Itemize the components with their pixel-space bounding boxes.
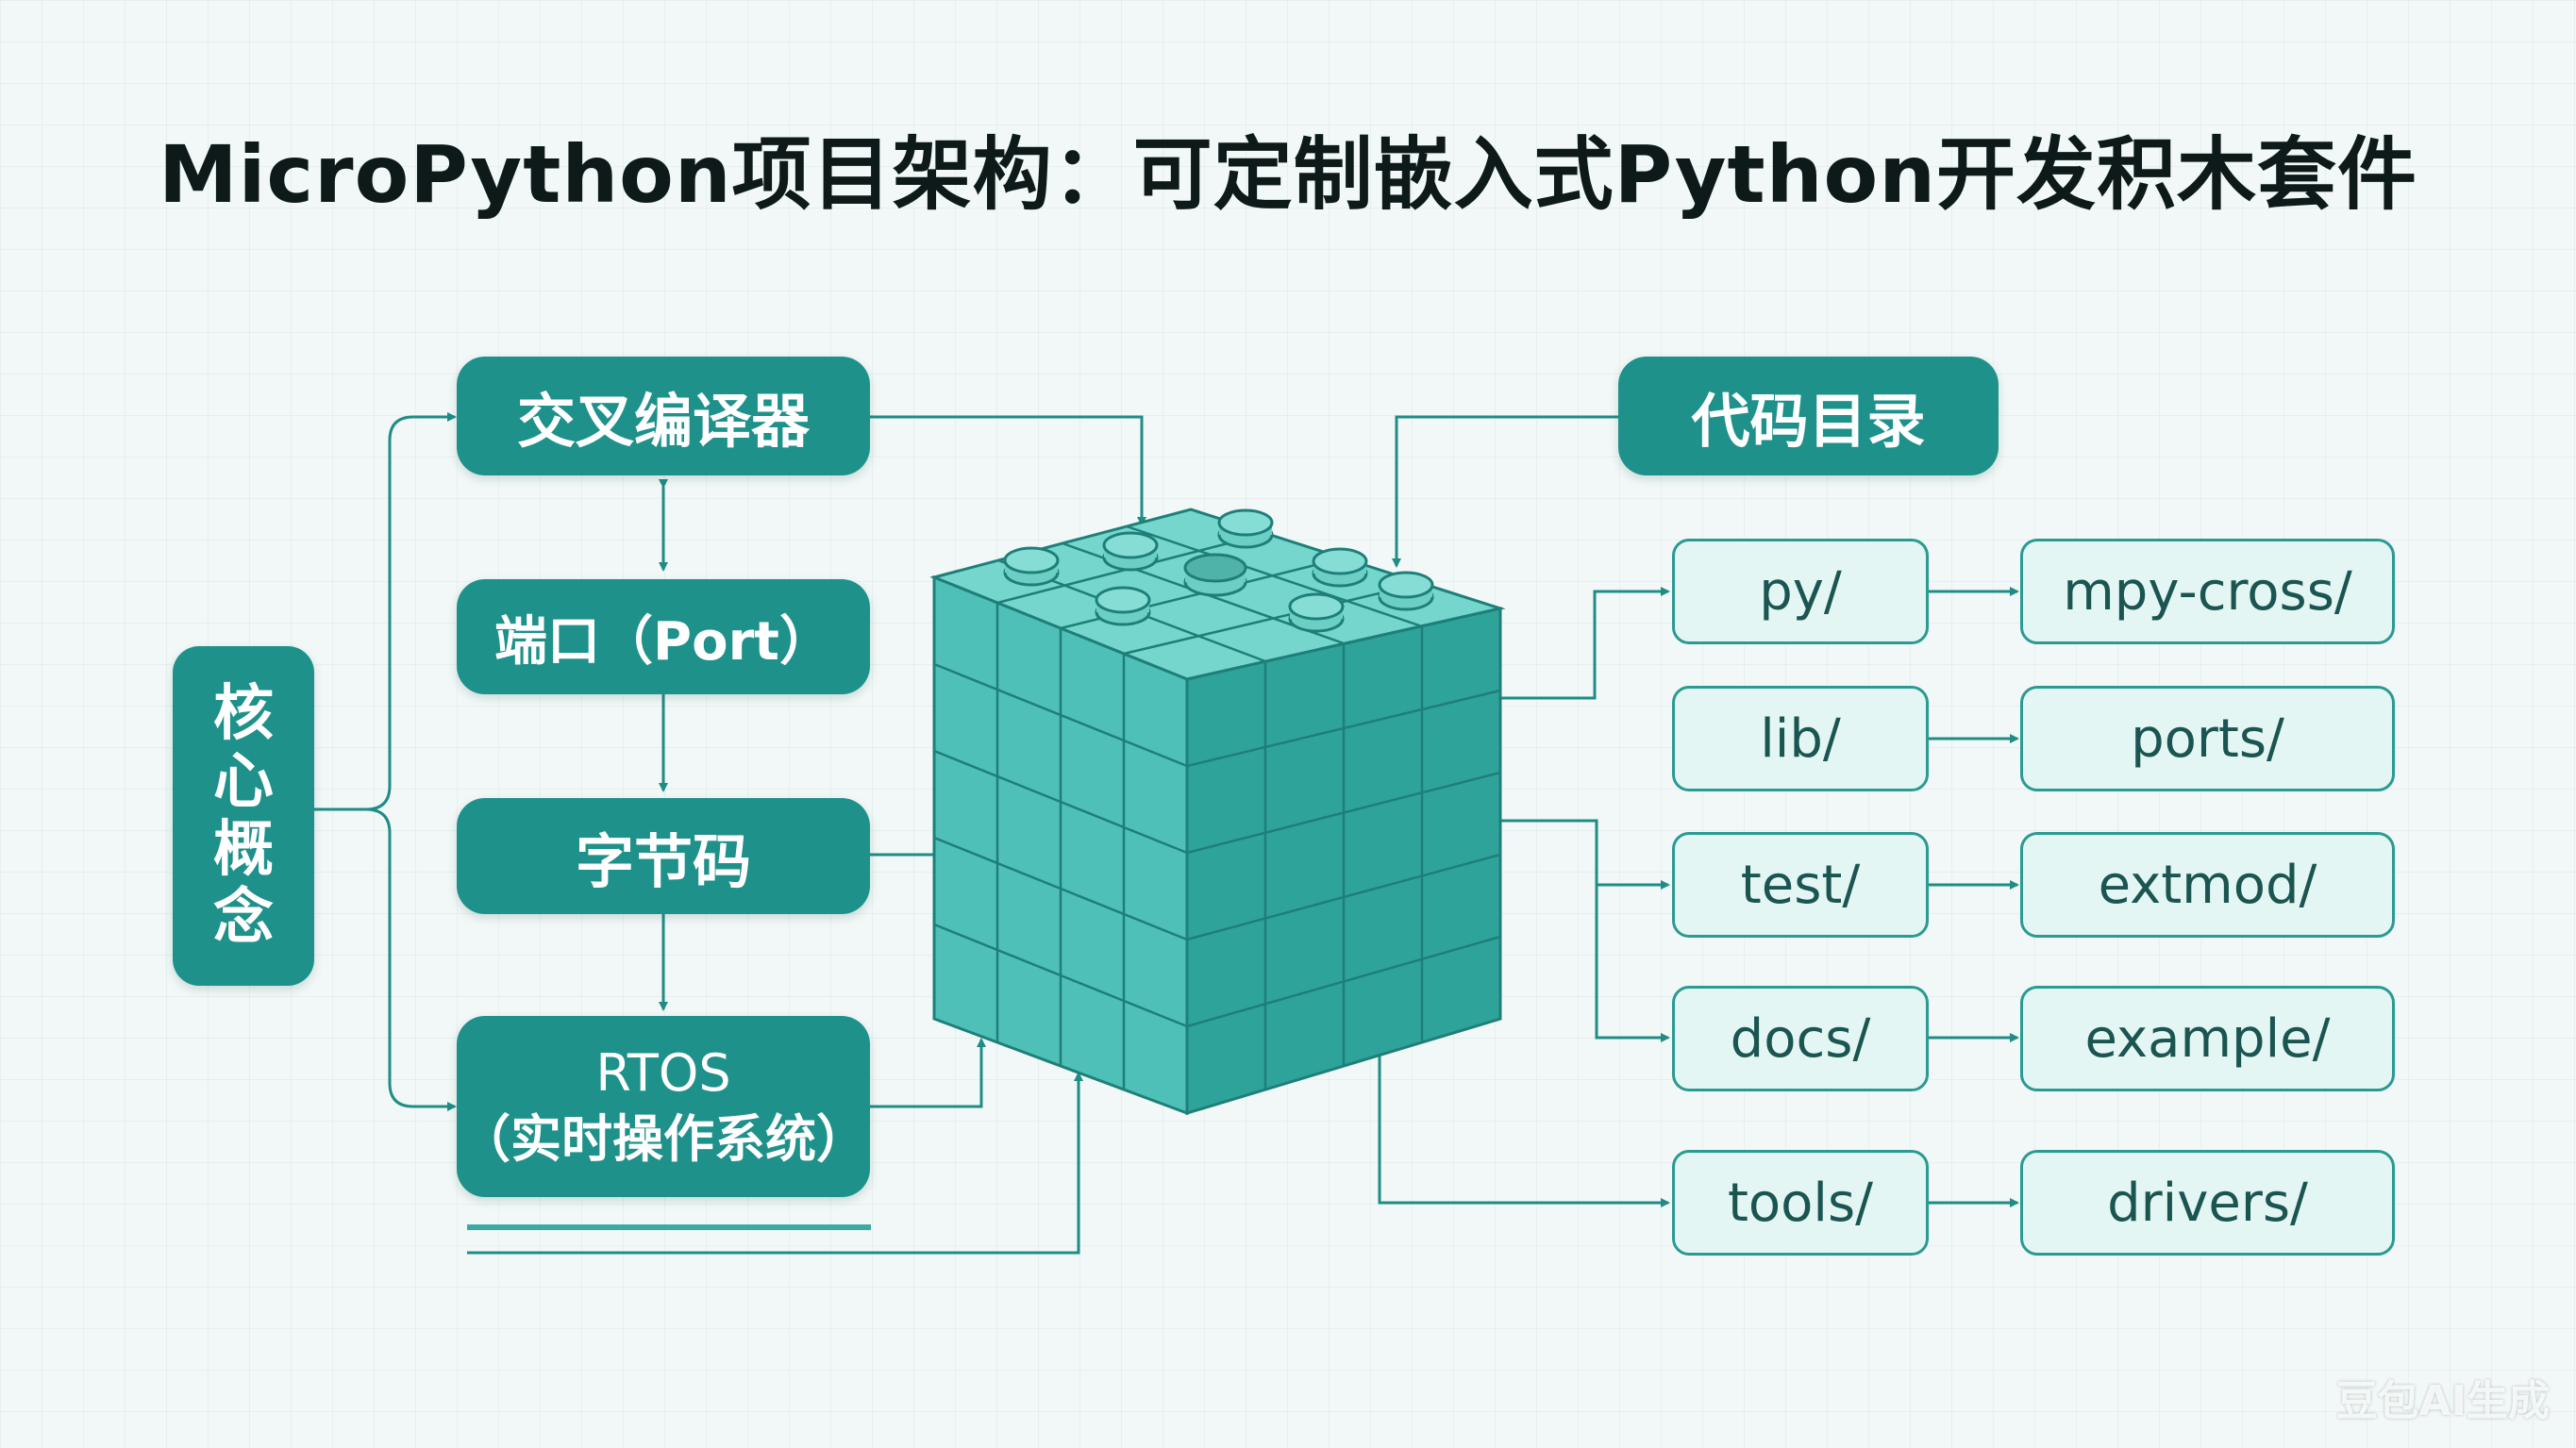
underline-bar bbox=[467, 1224, 871, 1230]
rtos-box: RTOS （实时操作系统） bbox=[457, 1016, 870, 1197]
page-title: MicroPython项目架构：可定制嵌入式Python开发积木套件 bbox=[159, 128, 2417, 221]
building-block-cube bbox=[929, 508, 1506, 1116]
code-directory-box: 代码目录 bbox=[1618, 357, 1999, 475]
dir-ports: ports/ bbox=[2020, 686, 2395, 791]
arrows bbox=[314, 412, 2019, 1255]
core-char: 核 bbox=[213, 679, 274, 749]
dir-extmod: extmod/ bbox=[2020, 832, 2395, 938]
dir-test: test/ bbox=[1672, 832, 1929, 938]
core-char: 心 bbox=[213, 747, 274, 817]
dir-mpy-cross: mpy-cross/ bbox=[2020, 539, 2395, 644]
rtos-label: RTOS bbox=[595, 1043, 731, 1103]
bytecode-box: 字节码 bbox=[457, 798, 870, 914]
core-char: 念 bbox=[213, 883, 274, 953]
rtos-sublabel: （实时操作系统） bbox=[460, 1109, 867, 1169]
dir-py: py/ bbox=[1672, 539, 1929, 644]
dir-lib: lib/ bbox=[1672, 686, 1929, 791]
dir-example: example/ bbox=[2020, 986, 2395, 1091]
watermark: 豆包AI生成 bbox=[2335, 1377, 2550, 1425]
port-box: 端口（Port） bbox=[457, 579, 870, 694]
core-char: 概 bbox=[213, 815, 274, 885]
core-concepts-label: 核 心 概 念 bbox=[173, 646, 314, 986]
dir-tools: tools/ bbox=[1672, 1150, 1929, 1256]
dir-drivers: drivers/ bbox=[2020, 1150, 2395, 1256]
dir-docs: docs/ bbox=[1672, 986, 1929, 1091]
cross-compiler-box: 交叉编译器 bbox=[457, 357, 870, 475]
